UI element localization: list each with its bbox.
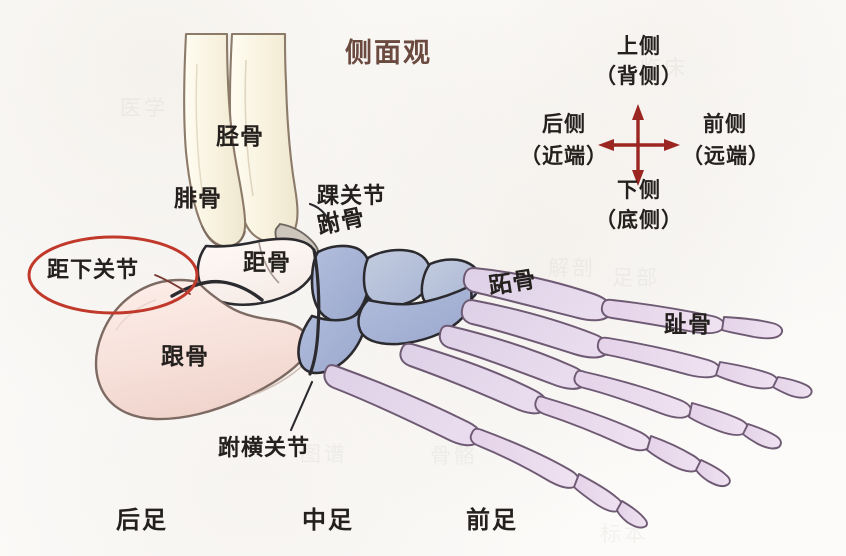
- bone-label-fibula: 腓骨: [174, 186, 222, 212]
- bone-calcaneus: [94, 278, 311, 421]
- leader-transverse-tarsal: [289, 380, 314, 432]
- leader-ankle-joint: [308, 202, 334, 232]
- compass-label-top: 上侧: [617, 34, 661, 58]
- region-label-midfoot: 中足: [302, 506, 354, 534]
- bone-label-calcaneus: 跟骨: [161, 344, 209, 370]
- region-label-forefoot: 前足: [466, 506, 518, 534]
- transverse-tarsal-joint-line: [308, 248, 321, 376]
- subtalar-joint-line: [170, 279, 264, 302]
- direction-compass-arrows: [598, 104, 680, 186]
- bone-metatarsals: [323, 267, 613, 447]
- bone-tarsals: [297, 244, 482, 375]
- compass-label-right: 前侧: [703, 112, 747, 136]
- bone-phalanges: [469, 298, 813, 529]
- region-label-hindfoot: 后足: [116, 506, 168, 534]
- compass-label-right-sub: （远端）: [682, 144, 770, 168]
- joint-label-transverse-tarsal: 跗横关节: [218, 436, 311, 461]
- subtalar-highlight-ellipse: [27, 235, 199, 315]
- compass-arrowhead-down: [632, 170, 644, 186]
- compass-label-bottom: 下侧: [617, 178, 661, 202]
- joint-label-subtalar: 距下关节: [47, 258, 140, 283]
- bone-label-talus: 距骨: [243, 250, 291, 276]
- compass-arrowhead-left: [598, 139, 614, 151]
- bone-label-tibia: 胫骨: [216, 124, 264, 150]
- figure-title: 侧面观: [345, 38, 432, 69]
- compass-label-left-sub: （近端）: [520, 144, 608, 168]
- compass-label-left: 后侧: [542, 112, 586, 136]
- joint-label-ankle: 踝关节: [317, 184, 387, 209]
- compass-arrowhead-up: [632, 104, 644, 120]
- bone-label-phalanges: 趾骨: [664, 312, 712, 338]
- compass-arrowhead-right: [664, 139, 680, 151]
- compass-label-top-sub: （背侧）: [595, 64, 683, 88]
- compass-label-bottom-sub: （底侧）: [595, 208, 683, 232]
